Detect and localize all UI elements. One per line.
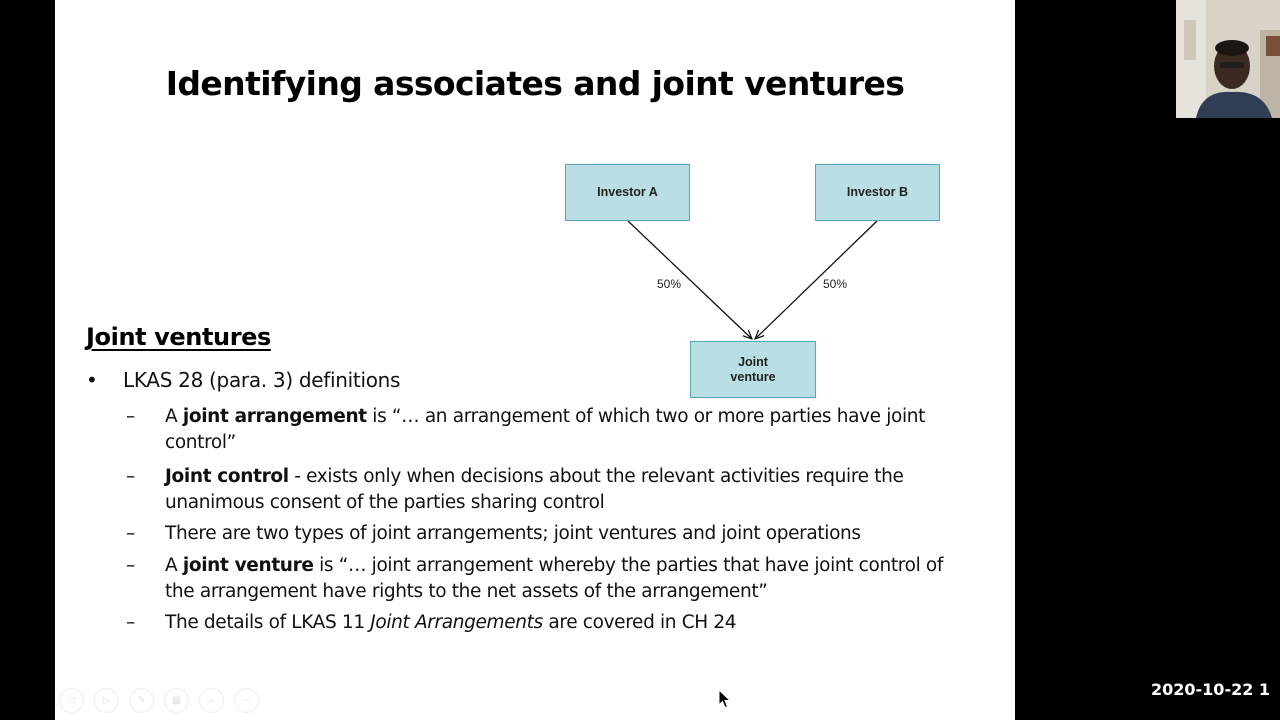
dash-marker: –: [126, 612, 135, 633]
bullet-text: LKAS 28 (para. 3) definitions: [123, 368, 401, 392]
text-part: is “… an arrangement of which two or mor…: [165, 406, 926, 453]
investor-a-share: 50%: [657, 277, 682, 291]
webcam-video: [1176, 0, 1280, 118]
investor-b-share: 50%: [823, 277, 848, 291]
dash-marker: –: [126, 555, 135, 576]
joint-venture-label: Joint venture: [730, 354, 776, 384]
sub-item-text: There are two types of joint arrangement…: [165, 523, 861, 544]
pen-icon[interactable]: ✎: [129, 688, 154, 713]
next-slide-icon[interactable]: ▷: [94, 688, 119, 713]
text-part: is “… joint arrangement whereby the part…: [165, 555, 944, 602]
dash-marker: –: [126, 406, 135, 427]
defined-term: joint venture: [182, 555, 314, 576]
text-part: A: [165, 555, 183, 576]
slideshow-controls: ◁ ▷ ✎ ▦ ⌕ ⋯: [59, 688, 259, 713]
sub-item-text: Joint control - exists only when decisio…: [165, 464, 965, 515]
slide-title: Identifying associates and joint venture…: [165, 64, 905, 103]
slides-overview-icon[interactable]: ▦: [164, 688, 189, 713]
text-part: A: [165, 406, 183, 427]
investor-b-box: Investor B: [815, 164, 940, 221]
text-part: - exists only when decisions about the r…: [165, 466, 904, 513]
recording-timestamp: 2020-10-22 1: [1151, 680, 1271, 699]
presenter-video-icon: [1176, 0, 1280, 118]
more-options-icon[interactable]: ⋯: [234, 688, 259, 713]
dash-marker: –: [126, 466, 135, 487]
sub-item-text: The details of LKAS 11 Joint Arrangement…: [165, 610, 965, 636]
bullet-marker: •: [86, 368, 98, 392]
defined-term: Joint control: [165, 466, 289, 487]
sub-item-text: A joint arrangement is “… an arrangement…: [165, 404, 965, 455]
sub-item-text: A joint venture is “… joint arrangement …: [165, 553, 965, 604]
text-part: The details of LKAS 11: [165, 612, 371, 633]
investor-a-label: Investor A: [597, 185, 658, 199]
defined-term: joint arrangement: [182, 406, 367, 427]
mouse-cursor-icon: [718, 689, 732, 709]
investor-b-label: Investor B: [846, 185, 909, 199]
section-heading: Joint ventures: [86, 323, 271, 351]
dash-marker: –: [126, 523, 135, 544]
joint-venture-box: Joint venture: [690, 341, 816, 398]
text-part: are covered in CH 24: [542, 612, 737, 633]
presentation-slide: Identifying associates and joint venture…: [55, 0, 1015, 720]
previous-slide-icon[interactable]: ◁: [59, 688, 84, 713]
standard-title: Joint Arrangements: [370, 612, 543, 633]
arrow-investor-b-to-jv: [755, 220, 878, 339]
investor-a-box: Investor A: [565, 164, 690, 221]
arrow-investor-a-to-jv: [627, 220, 752, 339]
zoom-icon[interactable]: ⌕: [199, 688, 224, 713]
